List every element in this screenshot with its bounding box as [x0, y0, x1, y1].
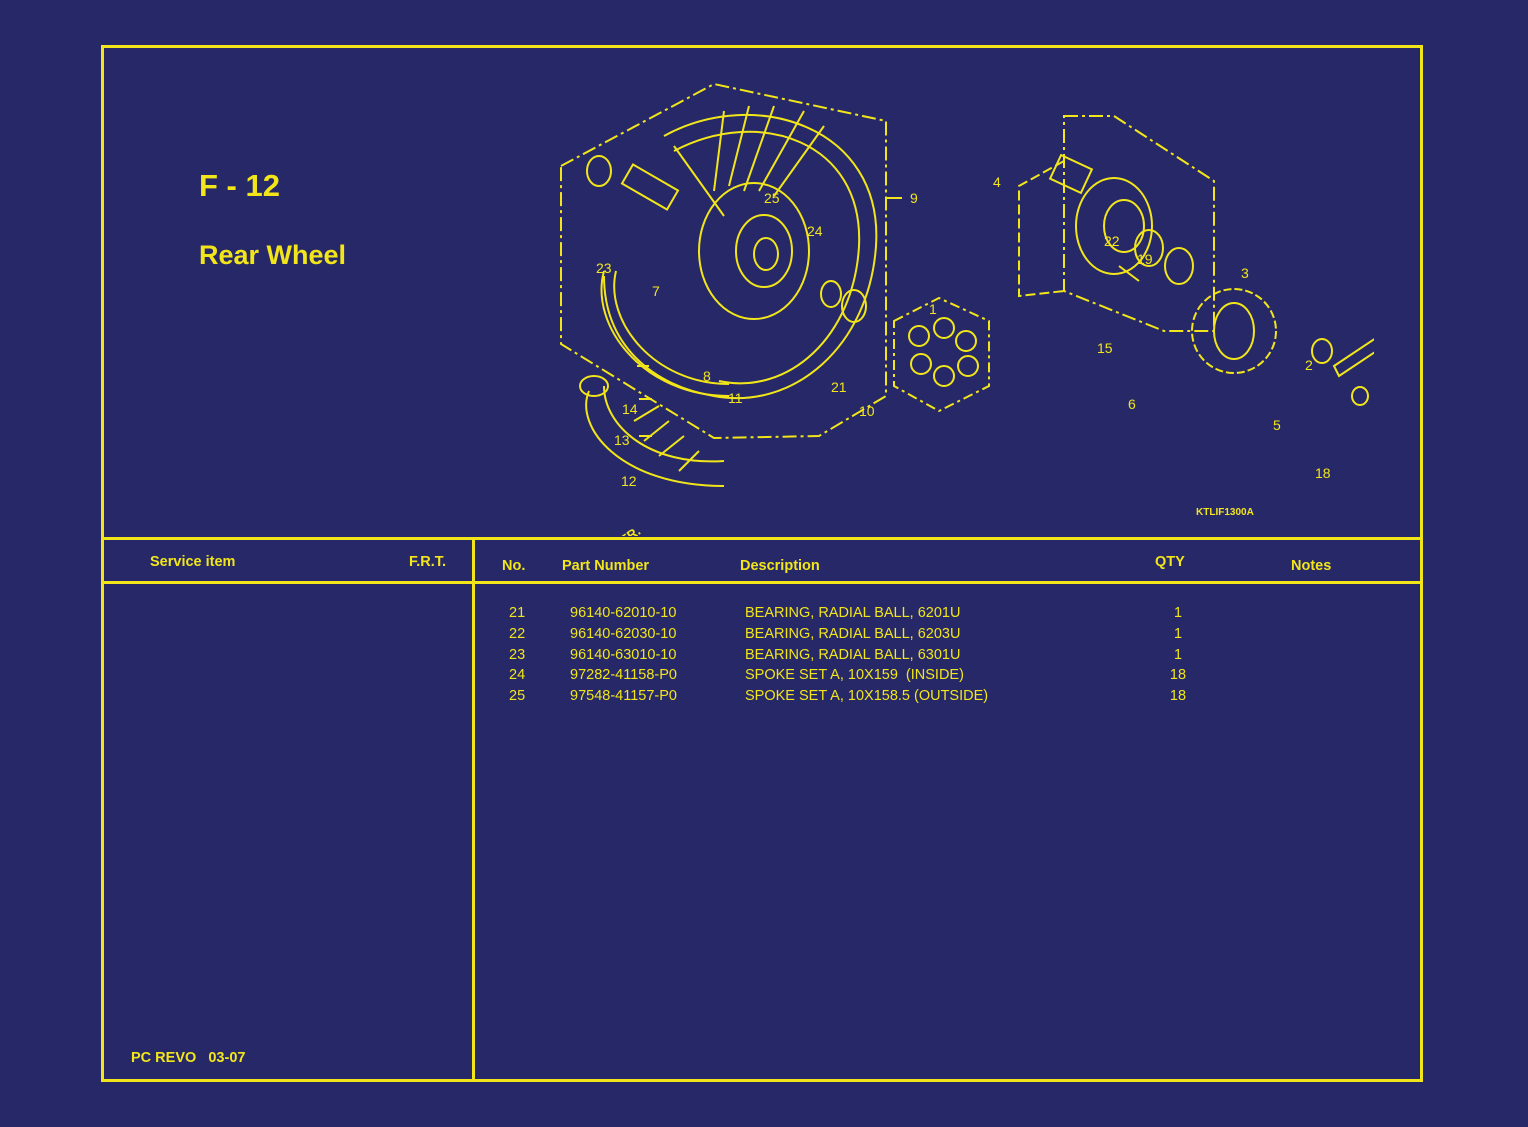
- row-no: 22: [509, 625, 526, 642]
- row-description: SPOKE SET A, 10X158.5 (OUTSIDE): [745, 688, 989, 705]
- hub: [698, 182, 810, 320]
- wheel-group-outline: [560, 82, 887, 440]
- callout-4: 4: [993, 174, 1001, 190]
- callout-14: 14: [622, 401, 638, 417]
- bearing-22: [1134, 229, 1164, 267]
- callout-25: 25: [764, 190, 780, 206]
- row-qty: 1: [1173, 646, 1183, 663]
- callout-5: 5: [1273, 417, 1281, 433]
- row-description: BEARING, RADIAL BALL, 6201U: [745, 605, 961, 621]
- header-top-divider: [104, 537, 1420, 540]
- callout-13: 13: [614, 432, 630, 448]
- sprocket-3: [1191, 288, 1277, 374]
- exploded-diagram: FR. 9 25 24 23 7 8 11 21 10 1 14 13 12 4…: [560, 82, 1374, 536]
- row-qty: 1: [1173, 625, 1183, 642]
- callout-22: 22: [1104, 233, 1120, 249]
- footer-model-date: PC REVO 03-07: [131, 1050, 245, 1066]
- callout-1: 1: [929, 301, 937, 317]
- plate-2: [1332, 338, 1374, 378]
- figure-title: Rear Wheel: [199, 240, 347, 270]
- header-frt: F.R.T.: [409, 554, 447, 570]
- footer-model: PC REVO: [131, 1050, 197, 1066]
- callout-19: 19: [1137, 251, 1153, 267]
- callout-23: 23: [596, 260, 612, 276]
- row-part-number: 97282-41158-P0: [570, 667, 677, 684]
- callout-21: 21: [831, 379, 847, 395]
- washer-5: [1311, 338, 1333, 364]
- diagram-reference-code: KTLIF1300A: [1196, 507, 1254, 518]
- header-no: No.: [502, 558, 526, 574]
- callout-10: 10: [859, 403, 875, 419]
- callout-18: 18: [1315, 465, 1331, 481]
- header-bottom-divider: [104, 581, 1420, 584]
- row-part-number: 96140-62030-10: [570, 625, 677, 642]
- bearing-23: [586, 155, 612, 187]
- row-no: 23: [509, 646, 526, 663]
- row-description: BEARING, RADIAL BALL, 6203U: [745, 625, 961, 642]
- row-no: 25: [509, 688, 526, 705]
- row-no: 24: [509, 667, 526, 684]
- row-description: BEARING, RADIAL BALL, 6301U: [745, 646, 961, 663]
- callout-15: 15: [1097, 340, 1113, 356]
- callout-8: 8: [703, 368, 711, 384]
- callout-3: 3: [1241, 265, 1249, 281]
- tire: [600, 270, 730, 397]
- callout-24: 24: [807, 223, 823, 239]
- direction-arrow: FR.: [617, 523, 643, 536]
- bearing-21: [820, 280, 842, 308]
- row-part-number: 97548-41157-P0: [570, 688, 677, 705]
- nut-18: [1351, 386, 1369, 406]
- figure-code: F - 12: [199, 168, 280, 203]
- rim: [603, 114, 878, 400]
- svg-text:FR.: FR.: [617, 523, 643, 536]
- footer-date: 03-07: [208, 1050, 246, 1066]
- callout-11: 11: [728, 390, 743, 406]
- collar-7: [620, 163, 680, 211]
- row-part-number: 96140-63010-10: [570, 646, 677, 663]
- row-qty: 18: [1169, 688, 1187, 705]
- seal-10: [841, 289, 867, 323]
- row-qty: 1: [1173, 605, 1183, 621]
- header-qty: QTY: [1155, 554, 1185, 570]
- damper-outline: [893, 296, 990, 413]
- row-part-number: 96140-62010-10: [570, 605, 677, 621]
- seal-19: [1164, 247, 1194, 285]
- header-description: Description: [740, 558, 820, 574]
- row-qty: 18: [1169, 667, 1187, 684]
- callout-7: 7: [652, 283, 660, 299]
- row-description: SPOKE SET A, 10X159 (INSIDE): [745, 667, 964, 684]
- header-service-item: Service item: [150, 554, 236, 570]
- flange-6: [1075, 177, 1153, 275]
- tire-section: [585, 385, 725, 487]
- callout-9: 9: [910, 190, 918, 206]
- header-part-number: Part Number: [562, 558, 650, 574]
- callout-6: 6: [1128, 396, 1136, 412]
- row-no: 21: [509, 605, 526, 621]
- header-notes: Notes: [1291, 558, 1332, 574]
- callout-12: 12: [621, 473, 637, 489]
- flange-group-outline: [1063, 115, 1215, 332]
- collar-4: [1048, 153, 1094, 195]
- parts-sheet-frame: F - 12 Rear Wheel: [101, 45, 1423, 1082]
- column-divider: [472, 540, 475, 1079]
- callout-2: 2: [1305, 357, 1313, 373]
